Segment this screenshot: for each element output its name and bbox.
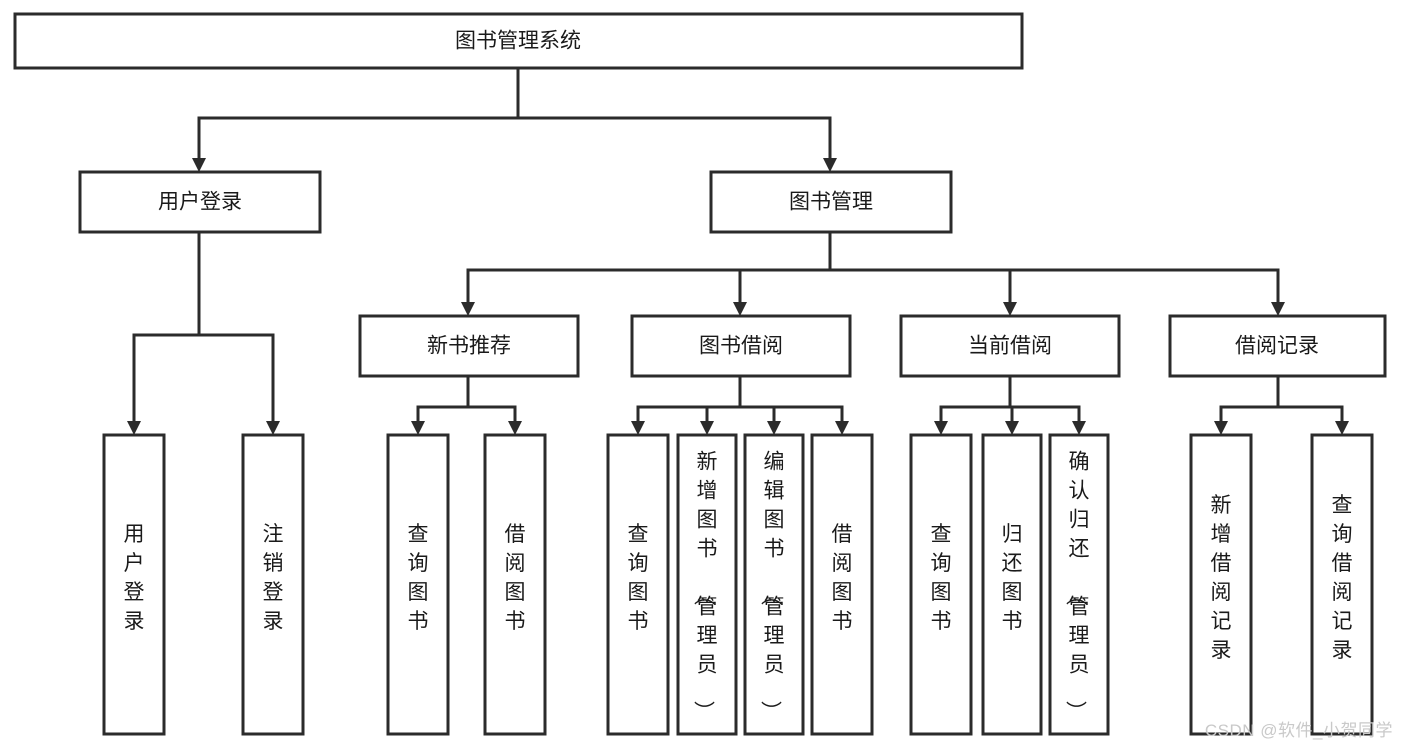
- leaf-add-book[interactable]: 新增图书（管理员）: [676, 433, 738, 736]
- node-user-login[interactable]: 用户登录: [78, 170, 322, 234]
- node-borrow-record-label: 借阅记录: [1235, 335, 1319, 358]
- node-current-borrow-box[interactable]: [899, 314, 1121, 378]
- arrow-user-login: [192, 158, 206, 172]
- leaf-query-book-2-label: 查询图书: [628, 523, 649, 633]
- node-current-borrow-label: 当前借阅: [968, 335, 1052, 358]
- arrow-leaf-add-book: [700, 421, 714, 435]
- leaf-logout[interactable]: 注销登录: [241, 433, 305, 736]
- node-new-book-rec-box[interactable]: [358, 314, 580, 378]
- node-book-manage-box[interactable]: [709, 170, 953, 234]
- arrow-leaf-query-book-3: [934, 421, 948, 435]
- leaf-user-login[interactable]: 用户登录: [102, 433, 166, 736]
- leaf-query-book-1-label: 查询图书: [408, 523, 429, 633]
- leaf-borrow-book-2-label: 借阅图书: [832, 523, 853, 633]
- node-book-borrow-box[interactable]: [630, 314, 852, 378]
- leaf-borrow-book-1[interactable]: 借阅图书: [483, 433, 547, 736]
- node-borrow-record-box[interactable]: [1168, 314, 1387, 378]
- arrow-leaf-return-book: [1005, 421, 1019, 435]
- node-borrow-record[interactable]: 借阅记录: [1168, 314, 1387, 378]
- leaf-query-book-2[interactable]: 查询图书: [606, 433, 670, 736]
- leaf-return-book-label: 归还图书: [1002, 523, 1023, 633]
- arrow-leaf-query-book-1: [411, 421, 425, 435]
- arrow-borrow-record: [1271, 302, 1285, 316]
- leaf-query-record[interactable]: 查询借阅记录: [1310, 433, 1374, 736]
- leaf-confirm-return-box[interactable]: [1048, 433, 1110, 736]
- node-root-label: 图书管理系统: [455, 30, 581, 53]
- arrow-leaf-borrow-book-1: [508, 421, 522, 435]
- arrow-leaf-confirm-return: [1072, 421, 1086, 435]
- leaf-query-book-3[interactable]: 查询图书: [909, 433, 973, 736]
- leaf-query-record-box[interactable]: [1310, 433, 1374, 736]
- leaf-logout-label: 注销登录: [263, 523, 284, 633]
- leaf-query-book-3-box[interactable]: [909, 433, 973, 736]
- leaf-layer: 用户登录 注销登录 查询图书 借阅图书 查询图书 新增图书（管理员） 编辑图书（管理员） 借阅…: [102, 433, 1374, 736]
- leaf-edit-book[interactable]: 编辑图书（管理员）: [743, 433, 805, 736]
- leaf-add-record-label: 新增借阅记录: [1211, 494, 1232, 662]
- leaf-confirm-return-label: 确认归还（管理员）: [1064, 451, 1090, 722]
- connector-layer: [127, 66, 1349, 435]
- leaf-query-book-3-label: 查询图书: [931, 523, 952, 633]
- node-current-borrow[interactable]: 当前借阅: [899, 314, 1121, 378]
- arrow-leaf-query-record: [1335, 421, 1349, 435]
- arrow-leaf-user-login: [127, 421, 141, 435]
- node-root-box[interactable]: [13, 12, 1024, 70]
- arrow-new-book-rec: [461, 302, 475, 316]
- leaf-edit-book-label: 编辑图书（管理员）: [759, 451, 785, 722]
- node-book-manage[interactable]: 图书管理: [709, 170, 953, 234]
- leaf-add-record-box[interactable]: [1189, 433, 1253, 736]
- node-book-manage-label: 图书管理: [789, 191, 873, 214]
- leaf-borrow-book-2[interactable]: 借阅图书: [810, 433, 874, 736]
- leaf-return-book[interactable]: 归还图书: [981, 433, 1043, 736]
- leaf-logout-box[interactable]: [241, 433, 305, 736]
- node-book-borrow[interactable]: 图书借阅: [630, 314, 852, 378]
- leaf-borrow-book-1-label: 借阅图书: [505, 523, 526, 633]
- leaf-query-book-1[interactable]: 查询图书: [386, 433, 450, 736]
- leaf-edit-book-box[interactable]: [743, 433, 805, 736]
- leaf-user-login-label: 用户登录: [124, 523, 145, 633]
- arrow-book-manage: [823, 158, 837, 172]
- arrow-leaf-borrow-book-2: [835, 421, 849, 435]
- node-new-book-rec-label: 新书推荐: [427, 335, 511, 358]
- arrow-leaf-add-record: [1214, 421, 1228, 435]
- node-new-book-rec[interactable]: 新书推荐: [358, 314, 580, 378]
- arrow-current-borrow: [1003, 302, 1017, 316]
- node-book-borrow-label: 图书借阅: [699, 335, 783, 358]
- leaf-user-login-box[interactable]: [102, 433, 166, 736]
- leaf-add-book-box[interactable]: [676, 433, 738, 736]
- node-root[interactable]: 图书管理系统: [13, 12, 1024, 70]
- arrow-leaf-query-book-2: [631, 421, 645, 435]
- leaf-add-book-label: 新增图书（管理员）: [692, 451, 718, 722]
- leaf-return-book-box[interactable]: [981, 433, 1043, 736]
- leaf-query-book-1-box[interactable]: [386, 433, 450, 736]
- leaf-query-record-label: 查询借阅记录: [1332, 494, 1353, 662]
- leaf-add-record[interactable]: 新增借阅记录: [1189, 433, 1253, 736]
- arrow-leaf-edit-book: [767, 421, 781, 435]
- arrow-leaf-logout: [266, 421, 280, 435]
- leaf-confirm-return[interactable]: 确认归还（管理员）: [1048, 433, 1110, 736]
- leaf-query-book-2-box[interactable]: [606, 433, 670, 736]
- arrow-book-borrow: [733, 302, 747, 316]
- node-user-login-label: 用户登录: [158, 191, 242, 214]
- leaf-borrow-book-1-box[interactable]: [483, 433, 547, 736]
- node-user-login-box[interactable]: [78, 170, 322, 234]
- leaf-borrow-book-2-box[interactable]: [810, 433, 874, 736]
